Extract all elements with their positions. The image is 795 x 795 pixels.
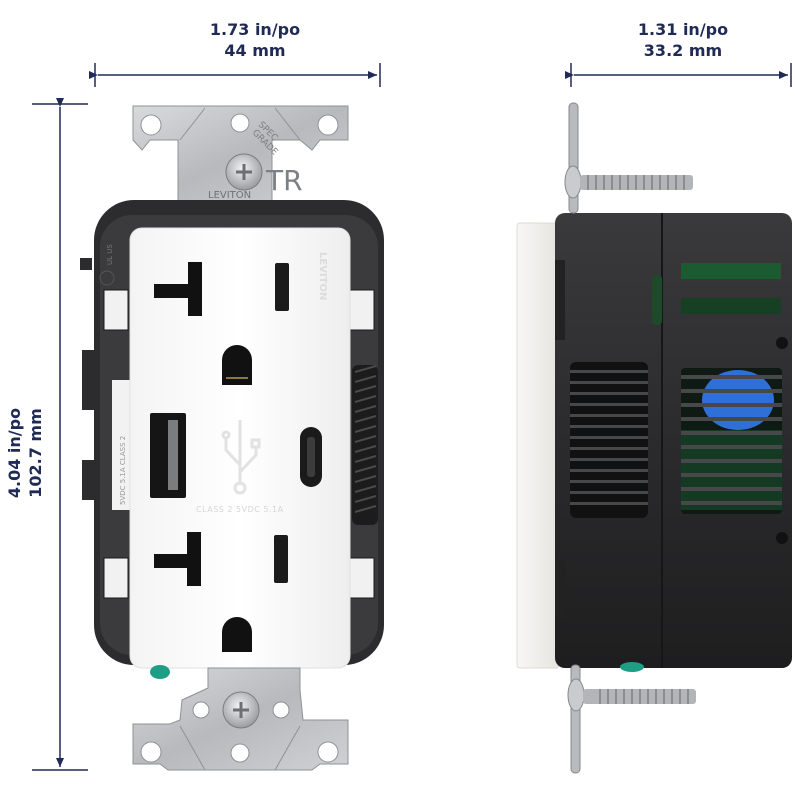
side-top-mounting-screw	[564, 102, 693, 214]
front-width-label: 1.73 in/po 44 mm	[170, 19, 340, 61]
front-vent-grille	[352, 365, 378, 525]
side-depth-dimension	[565, 63, 792, 87]
front-width-metric: 44 mm	[224, 41, 286, 60]
side-vent-grille-left	[570, 362, 648, 518]
height-dimension	[32, 98, 88, 771]
bottom-outlet[interactable]	[154, 532, 288, 652]
side-depth-imperial: 1.31 in/po	[637, 20, 729, 39]
usb-c-port[interactable]	[300, 427, 322, 487]
receptacle-face: LEVITON CLASS 2 5VDC 5.1A	[129, 227, 351, 669]
top-mounting-strap: SPEC GRADE TR LEVITON	[132, 105, 349, 214]
side-vent-grille-right	[681, 368, 782, 514]
front-width-dimension	[89, 63, 381, 87]
side-ground-screw-icon	[620, 662, 644, 672]
bottom-mounting-strap	[132, 667, 349, 771]
ul-listing-mark: UL US	[106, 244, 114, 265]
usb-trident-icon	[221, 420, 261, 495]
side-depth-metric: 33.2 mm	[643, 41, 723, 60]
tr-marking: TR	[265, 164, 303, 197]
blue-component	[702, 370, 774, 430]
leviton-strap-marking: LEVITON	[208, 190, 251, 201]
svg-text:5VDC 5.1A CLASS 2: 5VDC 5.1A CLASS 2	[119, 436, 127, 505]
usb-rating-label: CLASS 2 5VDC 5.1A	[196, 505, 284, 514]
side-depth-label: 1.31 in/po 33.2 mm	[598, 19, 768, 61]
top-outlet[interactable]	[154, 262, 289, 385]
side-face-edge	[516, 222, 560, 669]
side-upper-pcb-slots	[652, 263, 781, 325]
face-brand: LEVITON	[317, 252, 328, 300]
ground-screw-icon	[150, 665, 170, 679]
side-bottom-mounting-screw	[567, 664, 696, 774]
front-width-imperial: 1.73 in/po	[209, 20, 301, 39]
usb-a-port[interactable]	[150, 413, 186, 498]
